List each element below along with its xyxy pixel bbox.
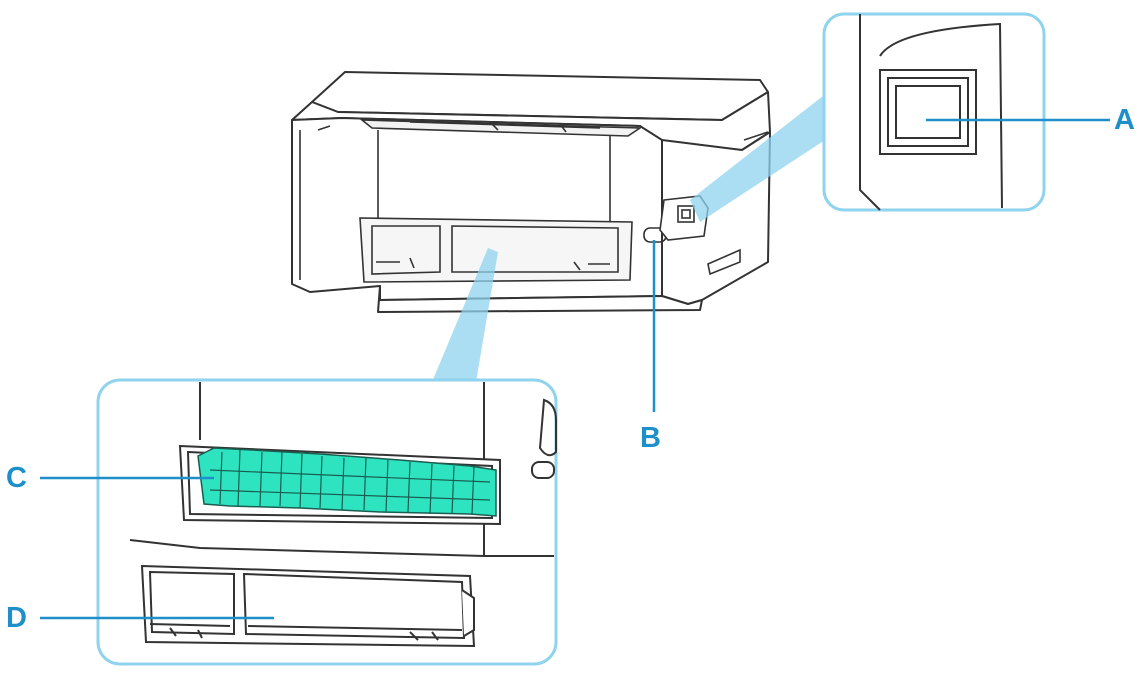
label-a: A xyxy=(1114,104,1135,136)
label-d: D xyxy=(6,602,27,634)
rear-cover xyxy=(140,564,476,648)
label-c: C xyxy=(6,462,27,494)
base xyxy=(377,285,703,313)
zoom-a-frame xyxy=(822,12,1110,212)
zoom-cd-frame xyxy=(40,378,558,666)
printer-details xyxy=(299,119,769,283)
zoom-cd-beam xyxy=(432,248,498,382)
label-b: B xyxy=(640,422,661,454)
transport-unit xyxy=(197,447,497,517)
zoom-a-beam xyxy=(690,92,828,222)
